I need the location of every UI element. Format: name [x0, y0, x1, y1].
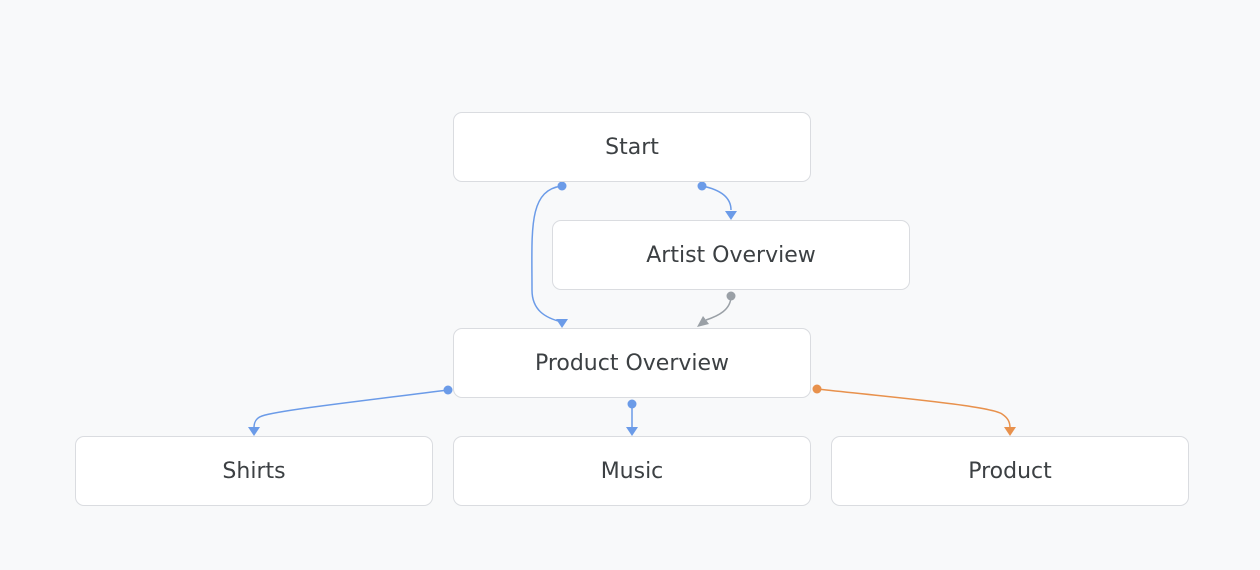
edge-product-overview-to-shirts	[253, 389, 449, 429]
node-product-label: Product	[968, 458, 1052, 484]
node-product-overview[interactable]: Product Overview	[453, 328, 811, 398]
node-shirts[interactable]: Shirts	[75, 436, 433, 506]
node-artist-overview-label: Artist Overview	[646, 242, 816, 268]
node-music-label: Music	[600, 458, 664, 484]
edge-artist-to-product-overview	[705, 295, 732, 321]
edge-product-overview-handle-left	[443, 385, 453, 395]
node-start-label: Start	[605, 134, 659, 160]
edge-start-handle	[557, 181, 567, 191]
edge-start-to-artist-overview	[701, 185, 732, 211]
edge-product-overview-to-product	[816, 388, 1011, 429]
edge-artist-handle	[726, 291, 736, 301]
arrowhead-shirts	[248, 427, 260, 436]
node-product[interactable]: Product	[831, 436, 1189, 506]
arrowhead-music	[626, 427, 638, 436]
edge-product-overview-handle-right	[812, 384, 822, 394]
arrowhead-product-overview-right	[697, 316, 709, 327]
arrowhead-product	[1004, 427, 1016, 436]
edge-product-overview-handle-bottom	[627, 399, 637, 409]
node-music[interactable]: Music	[453, 436, 811, 506]
node-artist-overview[interactable]: Artist Overview	[552, 220, 910, 290]
arrowhead-artist-overview	[725, 211, 737, 220]
node-product-overview-label: Product Overview	[534, 350, 730, 376]
edge-start-handle-right	[697, 181, 707, 191]
node-start[interactable]: Start	[453, 112, 811, 182]
node-shirts-label: Shirts	[222, 458, 286, 484]
arrowhead-product-overview-left	[556, 319, 568, 328]
